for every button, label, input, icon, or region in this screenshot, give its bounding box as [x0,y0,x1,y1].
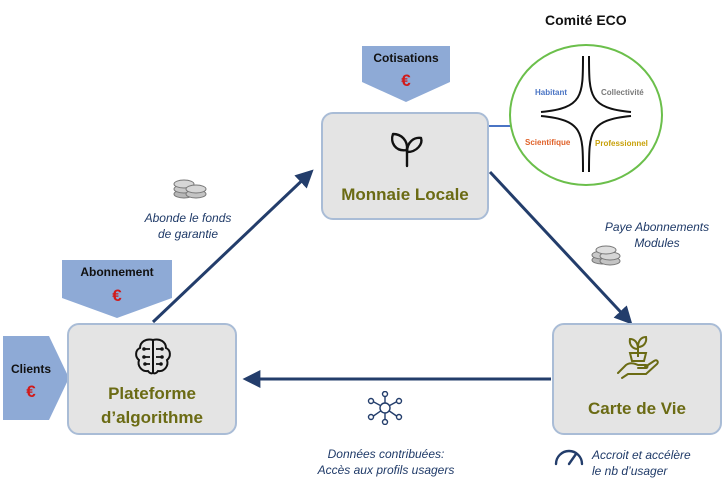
arrow-monnaie-to-carte [488,170,633,325]
sprout-icon [391,132,423,168]
accroit-line1: Accroit et accélère [592,448,691,462]
abonnement-label: Abonnement [80,265,154,279]
comite-circle: Habitant Collectivité Scientifique Profe… [509,44,663,186]
plateforme-label-line2: d’algorithme [100,408,203,427]
monnaie-locale-node: Monnaie Locale [321,112,489,220]
clients-flag [3,336,69,420]
accroit-note: Accroit et accélère le nb d’usager [592,447,724,479]
donnees-note: Données contribuées: Accès aux profils u… [298,446,474,478]
abonde-line2: de garantie [157,227,219,241]
cotisations-euro: € [401,71,411,90]
coins-icon [173,179,207,199]
donnees-line1: Données contribuées: [327,447,445,461]
comite-title: Comité ECO [545,12,627,28]
coins-icon-2 [591,245,621,266]
paye-line2: Modules [634,236,680,250]
accroit-line2: le nb d’usager [592,464,668,478]
speedometer-icon [554,449,584,466]
abonnement-euro: € [112,286,122,305]
paye-note: Paye Abonnements Modules [590,219,724,251]
carte-de-vie-label: Carte de Vie [588,399,686,418]
comite-habitant: Habitant [535,88,567,97]
plateforme-node: Plateforme d’algorithme [67,323,237,435]
abonde-line1: Abonde le fonds [144,211,232,225]
paye-line1: Paye Abonnements [604,220,710,234]
monnaie-locale-label: Monnaie Locale [341,185,469,204]
arrow-plateforme-to-monnaie [151,169,314,324]
carte-de-vie-node: Carte de Vie [552,323,722,435]
hand-plant-icon [617,335,659,379]
comite-collectivite: Collectivité [601,88,644,97]
abonnement-flag [62,260,172,318]
donnees-line2: Accès aux profils usagers [317,463,455,477]
comite-scientifique: Scientifique [525,138,571,147]
cotisations-label: Cotisations [373,51,439,65]
comite-professionnel: Professionnel [595,139,648,148]
quadrant-cross-icon [540,55,632,173]
network-nodes-icon [367,391,403,425]
abonde-note: Abonde le fonds de garantie [128,210,248,242]
clients-label: Clients [10,362,51,376]
clients-euro: € [26,382,36,401]
brain-circuit-icon [135,338,171,375]
plateforme-label-line1: Plateforme [108,384,196,403]
cotisations-flag [362,46,450,102]
